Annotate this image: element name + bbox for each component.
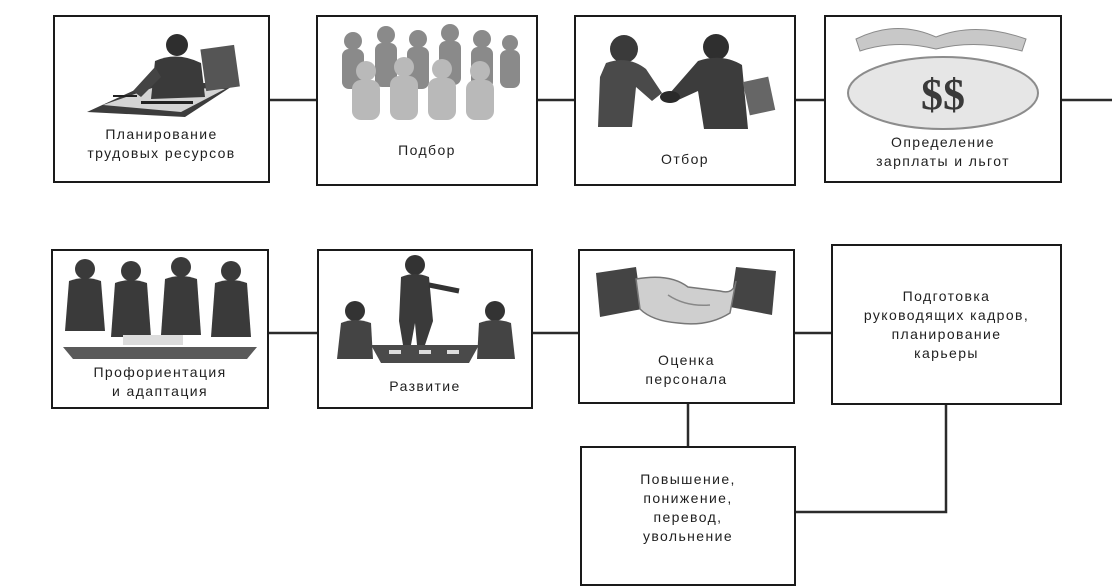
node-label: Оценка персонала bbox=[645, 352, 728, 387]
node-development: Развитие bbox=[317, 249, 533, 409]
node-label: Подбор bbox=[398, 142, 456, 158]
businessman-at-desk-icon bbox=[87, 34, 240, 117]
node-label: Определение зарплаты и льгот bbox=[876, 134, 1010, 169]
svg-text:$$: $$ bbox=[921, 70, 965, 119]
handshake-two-men-icon bbox=[598, 34, 776, 129]
crowd-silhouettes-icon bbox=[342, 24, 520, 120]
money-bag-icon: $$ bbox=[847, 28, 1039, 130]
node-orientation-adaptation: Профориентация и адаптация bbox=[51, 249, 269, 409]
node-leadership-training: Подготовка руководящих кадров, планирова… bbox=[831, 244, 1062, 405]
node-selection: Отбор bbox=[574, 15, 796, 186]
node-label: Планирование трудовых ресурсов bbox=[87, 126, 236, 161]
node-workforce-planning: Планирование трудовых ресурсов bbox=[53, 15, 270, 183]
presentation-icon bbox=[337, 255, 515, 363]
node-label: Подготовка руководящих кадров, планирова… bbox=[863, 287, 1030, 361]
node-label: Развитие bbox=[389, 378, 461, 394]
node-recruitment: Подбор bbox=[316, 15, 538, 186]
node-label: Профориентация и адаптация bbox=[93, 364, 227, 399]
group-meeting-icon bbox=[63, 257, 257, 359]
node-compensation: $$ Определение зарплаты и льгот bbox=[824, 15, 1062, 183]
connector-leaders-promotion bbox=[796, 405, 948, 514]
node-promotion-transfer: Повышение, понижение, перевод, увольнени… bbox=[580, 446, 796, 586]
node-label: Отбор bbox=[661, 151, 709, 167]
node-label: Повышение, понижение, перевод, увольнени… bbox=[640, 471, 736, 544]
node-personnel-assessment: Оценка персонала bbox=[578, 249, 795, 404]
handshake-icon bbox=[596, 267, 776, 325]
